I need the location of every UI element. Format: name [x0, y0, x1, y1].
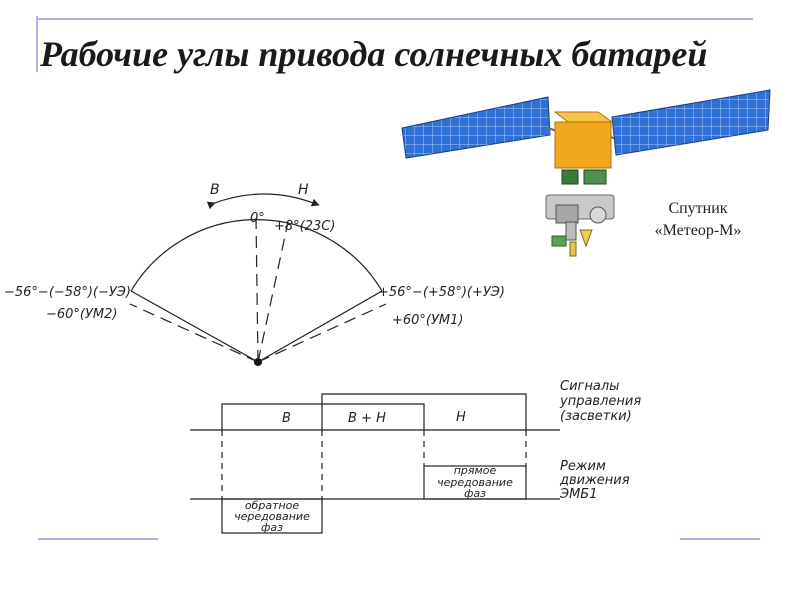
forward-phase-line-3: фаз — [464, 487, 486, 500]
signals-label-line-2: управления — [559, 394, 641, 409]
angle-diagram — [129, 193, 387, 367]
instrument-block — [555, 204, 579, 224]
satellite-body-top — [553, 111, 614, 123]
mode-label-line-2: движения — [559, 473, 630, 488]
signals-label-line-1: Сигналы — [560, 379, 619, 394]
antenna-cone — [579, 229, 593, 248]
sector-right-edge — [257, 290, 383, 363]
signal-h-pulse — [321, 393, 527, 430]
left-rule — [36, 16, 38, 72]
reverse-phase-line-3: фаз — [261, 521, 283, 534]
left-stop-ray — [129, 303, 259, 363]
pulse-label-b: В — [282, 411, 291, 426]
satellite-body — [554, 121, 612, 169]
zero-angle-label: 0° — [250, 211, 265, 226]
satellite-illustration — [401, 89, 771, 257]
forward-phase-line-2: чередование — [437, 476, 513, 489]
instrument-lens — [589, 206, 607, 224]
mode-label-line-1: Режим — [560, 459, 606, 474]
instrument-support — [565, 221, 577, 241]
radiator-right — [583, 169, 607, 185]
antenna-green — [551, 235, 567, 247]
mode-label-line-3: ЭМБ1 — [559, 487, 597, 502]
pivot-point — [253, 357, 263, 367]
direction-arc-arrow — [206, 193, 320, 210]
slide-title: Рабочие углы привода солнечных батарей — [40, 34, 708, 74]
forward-phase-line-1: прямое — [454, 464, 497, 477]
forward-phase-box — [423, 465, 527, 500]
bottom-rule-right — [680, 538, 760, 540]
reverse-phase-box — [221, 498, 323, 534]
pulse-label-bh: В + Н — [348, 411, 386, 426]
right-stop-label: +60°(УМ1) — [392, 313, 464, 328]
reverse-phase-line-1: обратное — [245, 499, 300, 512]
direction-label-right: Н — [298, 182, 309, 198]
top-rule — [38, 18, 753, 20]
reverse-phase-line-2: чередование — [234, 510, 310, 523]
antenna-yellow — [569, 241, 577, 257]
zero-ray — [255, 217, 259, 363]
timing-diagram — [190, 393, 560, 534]
plus8-angle-label: +8°(23С) — [274, 219, 335, 234]
signals-label-line-3: (засветки) — [560, 409, 632, 424]
left-limit-label: −56°−(−58°)(−УЭ) — [4, 285, 131, 300]
right-limit-label: +56°−(+58°)(+УЭ) — [378, 285, 505, 300]
left-stop-label: −60°(УМ2) — [46, 307, 118, 322]
satellite-caption: Спутник «Метеор-М» — [628, 198, 768, 242]
signal-b-pulse — [221, 403, 425, 430]
direction-label-left: В — [210, 182, 220, 198]
satellite-caption-line-2: «Метеор-М» — [654, 222, 742, 239]
satellite-caption-line-1: Спутник — [668, 200, 728, 217]
pulse-label-h: Н — [456, 410, 466, 425]
right-stop-ray — [257, 303, 387, 363]
radiator-left — [561, 169, 579, 185]
plus8-ray — [257, 221, 289, 363]
sector-left-edge — [130, 290, 259, 363]
right-solar-panel — [611, 89, 771, 156]
bottom-rule-left — [38, 538, 158, 540]
left-solar-panel — [401, 96, 551, 159]
